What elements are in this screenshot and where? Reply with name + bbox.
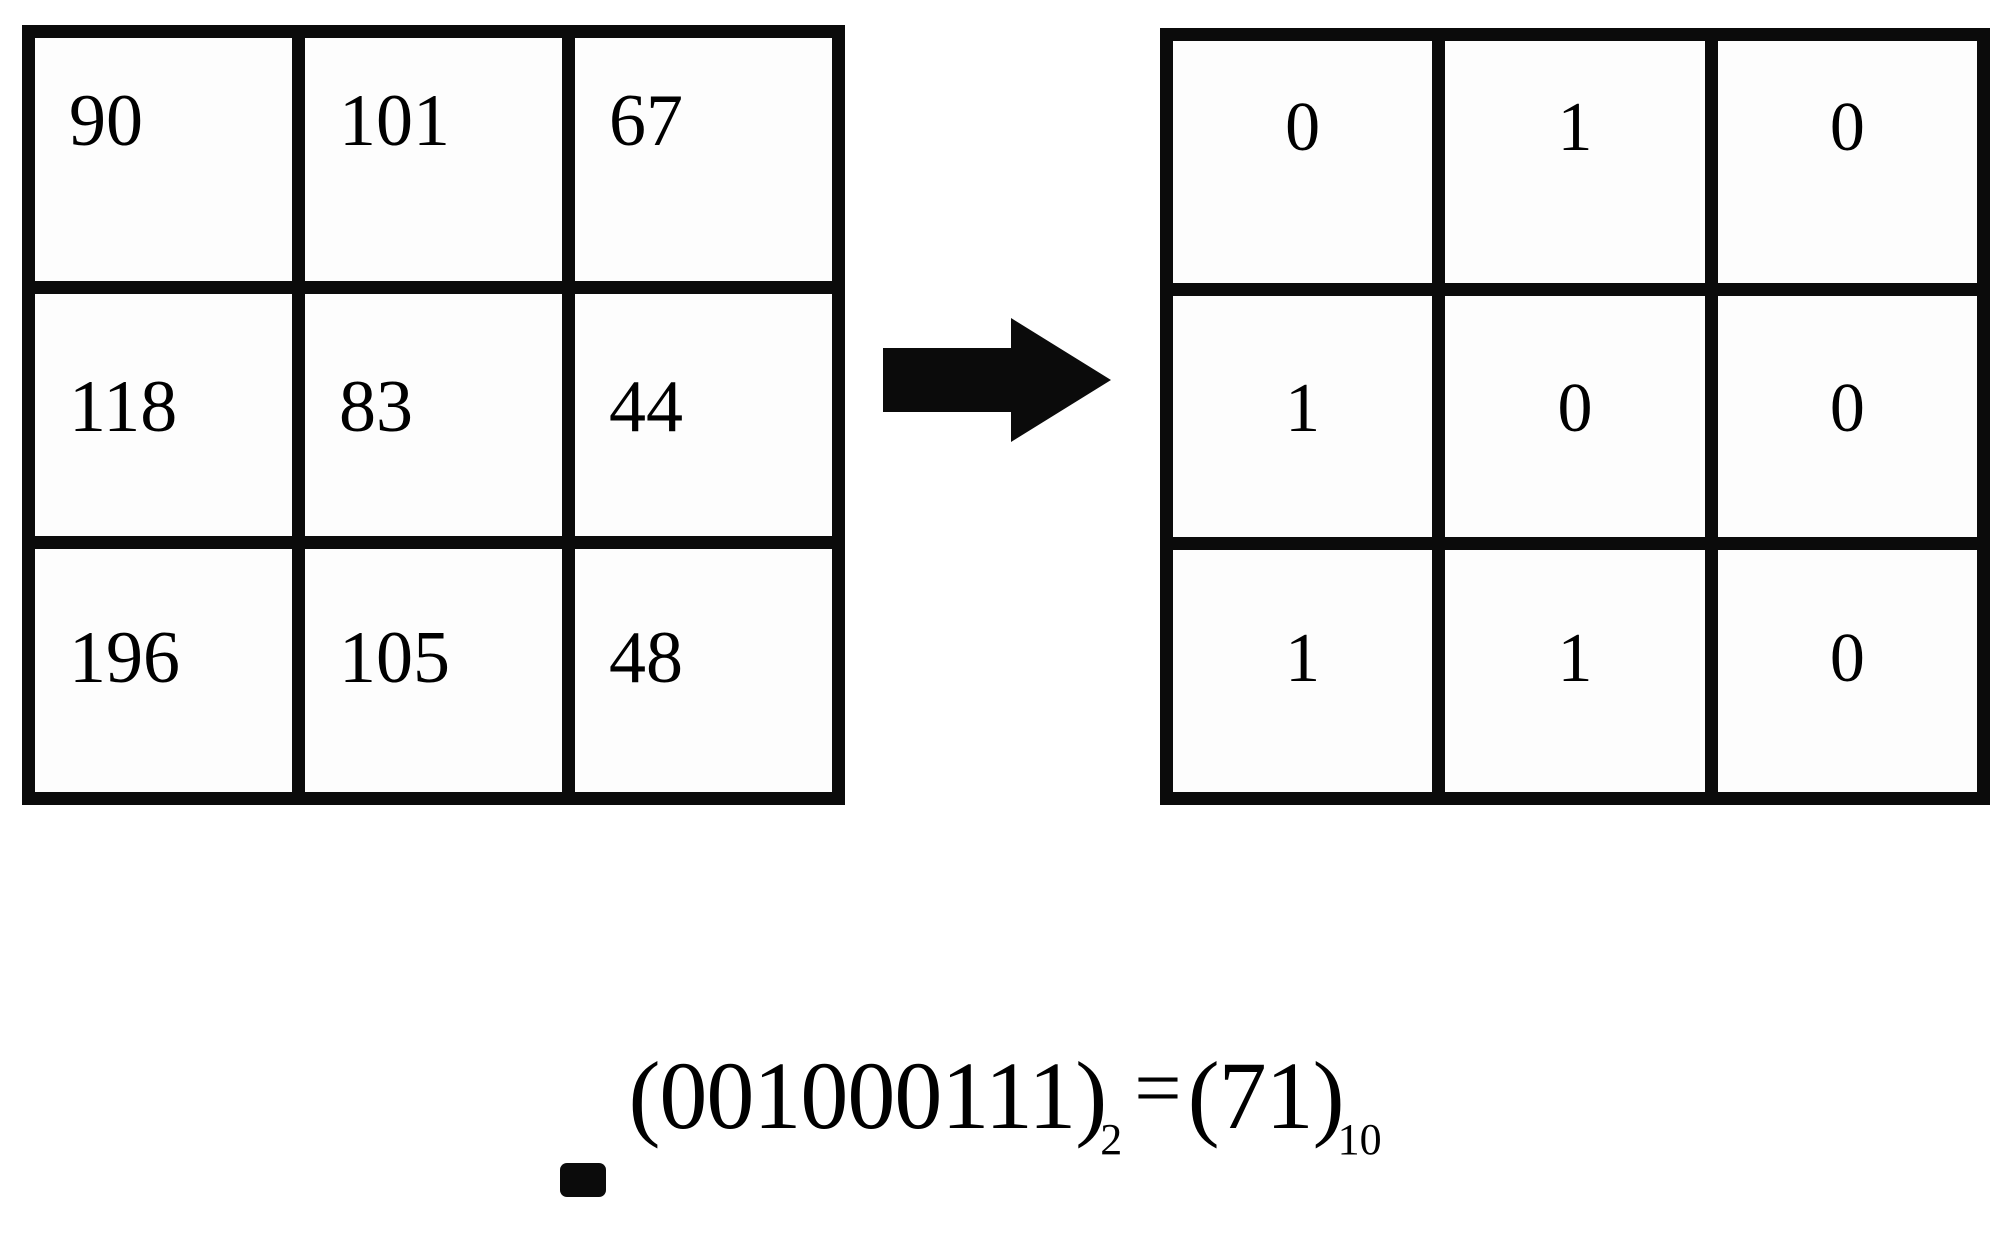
grid-cell: 83: [305, 293, 562, 537]
cell-value: 44: [609, 365, 683, 448]
grid-cell: 90: [35, 38, 292, 281]
cell-value: 0: [1557, 369, 1593, 447]
cell-value: 90: [69, 80, 143, 162]
cell-value: 101: [339, 80, 450, 162]
grid-cell: 101: [305, 38, 562, 281]
cell-value: 118: [69, 365, 178, 448]
ink-smudge-artifact: [560, 1163, 606, 1197]
cell-value: 0: [1829, 620, 1865, 698]
grid-cell: 0: [1717, 550, 1977, 792]
close-paren-binary: ): [1075, 1042, 1107, 1149]
grid-cell: 1: [1173, 295, 1433, 538]
grid-cell: 1: [1445, 41, 1705, 283]
close-paren-decimal: ): [1312, 1042, 1345, 1149]
decimal-value: 71: [1218, 1042, 1314, 1149]
cell-value: 0: [1829, 89, 1865, 166]
grid-cell: 0: [1445, 295, 1705, 538]
cell-value: 0: [1285, 89, 1321, 166]
cell-value: 1: [1557, 89, 1593, 166]
grid-cell: 1: [1445, 550, 1705, 792]
grid-cell: 67: [575, 38, 832, 281]
grid-cell: 0: [1717, 41, 1977, 283]
grid-cell: 0: [1717, 295, 1977, 538]
cell-value: 0: [1829, 369, 1865, 447]
grid-cell: 105: [305, 549, 562, 792]
binary-digits: 001000111: [659, 1042, 1076, 1149]
equals-sign: =: [1134, 1042, 1182, 1135]
right-arrow-icon: [883, 312, 1111, 448]
decimal-base-subscript: 10: [1337, 1115, 1382, 1164]
cell-value: 196: [69, 617, 180, 700]
cell-value: 1: [1557, 620, 1593, 698]
grid-cell: 196: [35, 549, 292, 792]
grid-cell: 118: [35, 293, 292, 537]
grid-cell: 44: [575, 293, 832, 537]
cell-value: 67: [609, 80, 683, 162]
cell-value: 1: [1285, 369, 1321, 447]
binary-grid: 0 1 0 1 0 0 1 1 0: [1160, 28, 1990, 805]
grid-cell: 0: [1173, 41, 1433, 283]
intensity-grid: 90 101 67 118 83 44 196 105 48: [22, 25, 845, 805]
grid-cell: 1: [1173, 550, 1433, 792]
cell-value: 48: [609, 617, 683, 700]
cell-value: 1: [1285, 620, 1321, 698]
cell-value: 105: [339, 617, 450, 700]
open-paren-decimal: (: [1187, 1042, 1220, 1149]
binary-to-decimal-equation: (001000111)2=(71)10: [0, 1042, 2016, 1162]
grid-cell: 48: [575, 549, 832, 792]
binary-base-subscript: 2: [1100, 1115, 1123, 1164]
open-paren-binary: (: [628, 1042, 660, 1149]
cell-value: 83: [339, 365, 413, 448]
